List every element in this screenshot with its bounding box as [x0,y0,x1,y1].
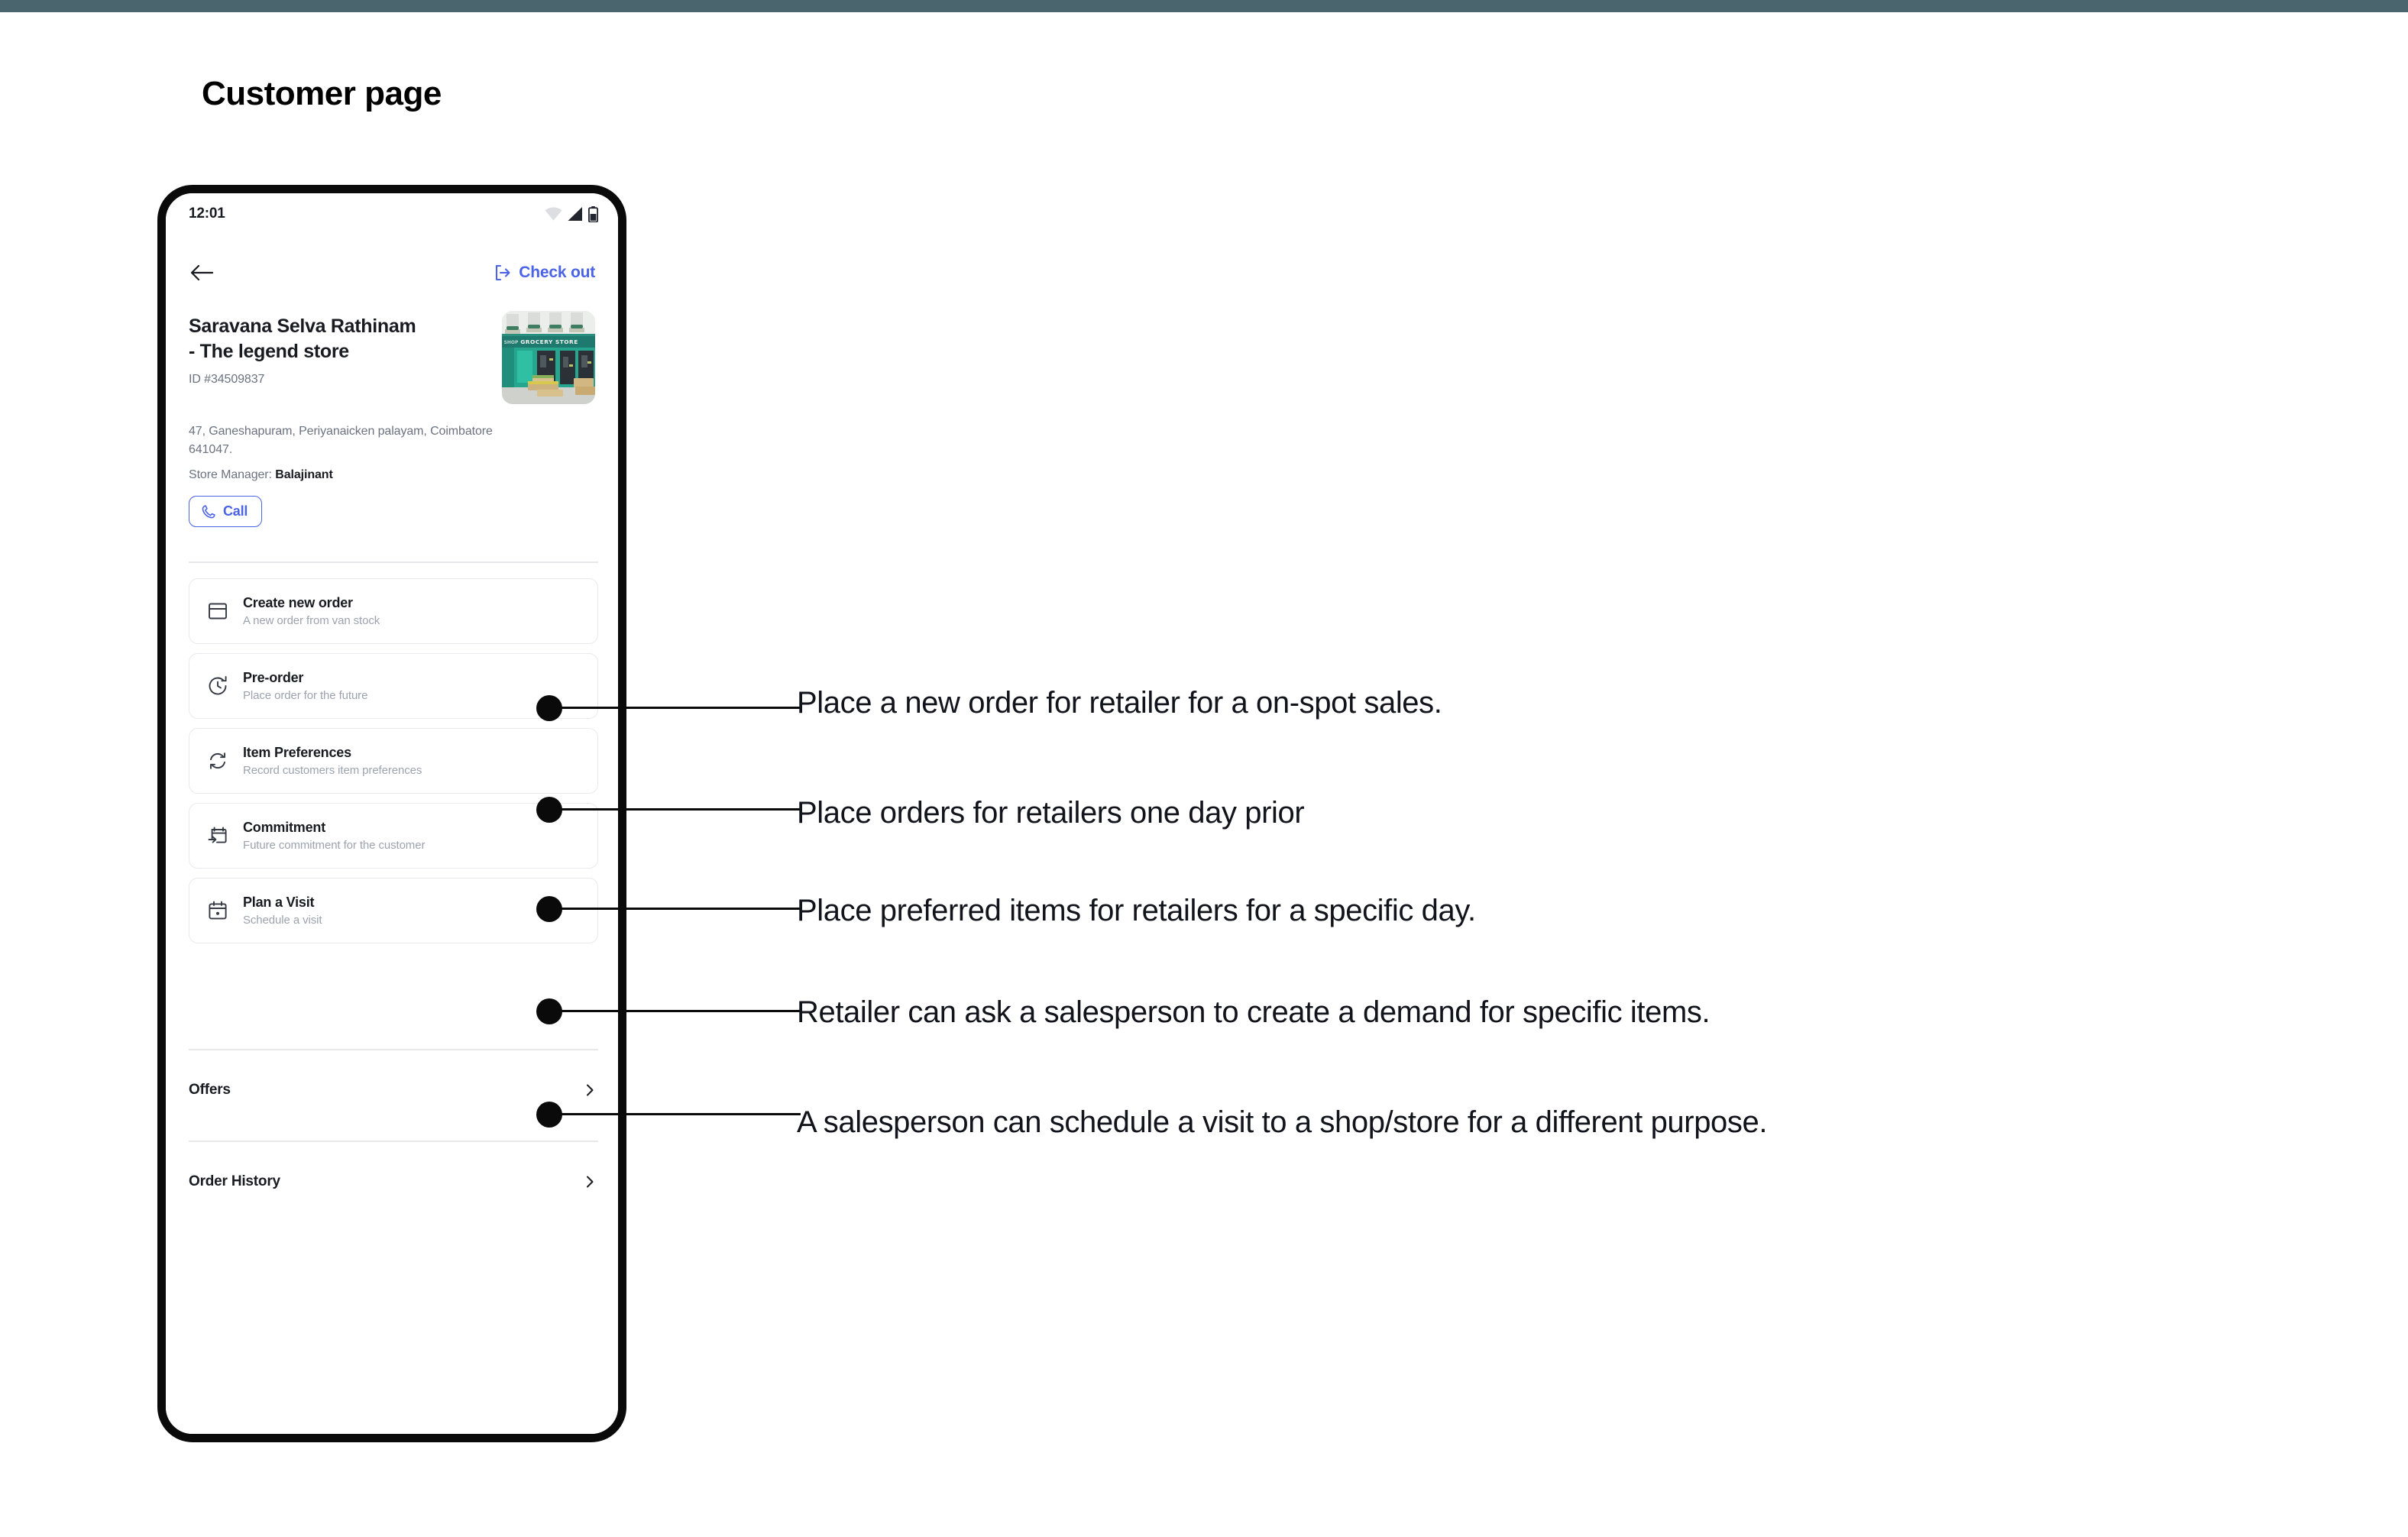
calendar-dot-icon [205,898,231,924]
store-text-block: Saravana Selva Rathinam - The legend sto… [189,306,487,387]
store-name: Saravana Selva Rathinam - The legend sto… [189,314,487,364]
store-manager-name: Balajinant [275,468,333,482]
checkout-label: Check out [519,264,595,281]
card-plan-a-visit[interactable]: Plan a Visit Schedule a visit [189,878,598,943]
top-accent-strip [0,0,2408,12]
page-title: Customer page [202,75,442,112]
action-card-list: Create new order A new order from van st… [189,578,598,953]
card-body: Create new order A new order from van st… [243,595,380,627]
card-body: Item Preferences Record customers item p… [243,745,422,777]
card-body: Pre-order Place order for the future [243,670,367,702]
annotation-text: Place orders for retailers one day prior [797,796,1305,830]
status-bar: 12:01 [166,193,618,235]
store-manager: Store Manager: Balajinant [189,468,510,482]
store-name-line1: Saravana Selva Rathinam [189,315,416,337]
call-label: Call [223,503,248,519]
box-icon [205,598,231,624]
store-meta: 47, Ganeshapuram, Periyanaicken palayam,… [189,422,510,482]
card-subtitle: Place order for the future [243,689,368,702]
card-subtitle: Future commitment for the customer [243,839,426,852]
svg-text:SHOP: SHOP [504,340,519,345]
card-title: Commitment [243,820,326,835]
back-arrow-icon[interactable] [189,260,215,286]
card-subtitle: Schedule a visit [243,914,322,927]
wifi-icon [545,207,562,221]
card-title: Item Preferences [243,745,351,760]
list-row-label: Offers [189,1082,231,1098]
annotation-text: Place a new order for retailer for a on-… [797,686,1442,720]
calendar-arrow-icon [205,823,231,849]
card-body: Commitment Future commitment for the cus… [243,820,425,852]
phone-icon [201,504,216,519]
card-body: Plan a Visit Schedule a visit [243,895,322,927]
clock-back-icon [205,673,231,699]
store-header: Saravana Selva Rathinam - The legend sto… [166,306,618,404]
phone-screen: 12:01 [166,193,618,1434]
card-title: Plan a Visit [243,895,315,910]
card-create-new-order[interactable]: Create new order A new order from van st… [189,578,598,644]
status-time: 12:01 [189,205,225,222]
store-manager-label: Store Manager: [189,468,276,482]
store-name-line2: - The legend store [189,341,349,362]
divider-before-offers [189,1049,598,1050]
chevron-right-icon [581,1082,598,1099]
store-id: ID #34509837 [189,373,265,386]
store-address: 47, Ganeshapuram, Periyanaicken palayam,… [189,425,493,456]
call-button[interactable]: Call [189,496,263,527]
card-title: Pre-order [243,670,304,685]
card-commitment[interactable]: Commitment Future commitment for the cus… [189,803,598,869]
checkout-button[interactable]: Check out [494,264,595,282]
logout-icon [494,264,512,282]
annotation-text: Retailer can ask a salesperson to create… [797,995,1711,1029]
chevron-right-icon [581,1173,598,1190]
signal-icon [568,207,583,221]
divider-before-order-history [189,1141,598,1142]
svg-text:GROCERY STORE: GROCERY STORE [520,338,578,345]
refresh-icon [205,748,231,774]
status-icons [545,205,598,222]
annotation-text: A salesperson can schedule a visit to a … [797,1105,1768,1139]
list-row-label: Order History [189,1173,280,1189]
list-row-offers[interactable]: Offers [189,1069,598,1111]
divider-top [189,561,598,563]
list-row-order-history[interactable]: Order History [189,1161,598,1202]
store-thumbnail: GROCERY STORE SHOP [502,311,595,404]
card-subtitle: A new order from van stock [243,614,380,627]
card-pre-order[interactable]: Pre-order Place order for the future [189,653,598,719]
battery-icon [588,205,598,222]
card-title: Create new order [243,595,353,610]
annotation-text: Place preferred items for retailers for … [797,894,1476,927]
phone-mockup: 12:01 [157,185,626,1442]
card-subtitle: Record customers item preferences [243,764,422,777]
app-bar: Check out [166,251,618,294]
card-item-preferences[interactable]: Item Preferences Record customers item p… [189,728,598,794]
